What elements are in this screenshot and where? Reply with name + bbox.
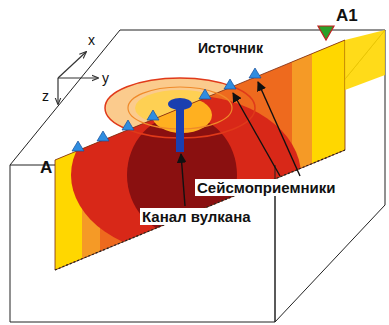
label-holder: x: [88, 32, 95, 48]
callout-label: Канал вулкана: [140, 208, 253, 225]
callout-label: Сейсмоприемники: [195, 179, 338, 196]
axis-label: x: [88, 32, 95, 48]
leader-line: [258, 82, 300, 176]
label-holder: A1: [336, 6, 358, 26]
source-symbol: [318, 26, 334, 40]
leader-line: [181, 154, 185, 206]
section-end-label: A: [40, 158, 52, 178]
label-holder: z: [42, 88, 49, 104]
label-holder: y: [102, 70, 109, 86]
label-holder: A: [40, 158, 52, 178]
label-holder: Сейсмоприемники: [195, 179, 338, 196]
leader-line: [233, 93, 280, 176]
axis-label: y: [102, 70, 109, 86]
volcano-channel: [168, 98, 192, 152]
section-plane: [40, 30, 362, 280]
axis-label: z: [42, 88, 49, 104]
label-holder: Источник: [198, 40, 263, 56]
receivers: [72, 68, 261, 151]
label-holder: Канал вулкана: [140, 208, 253, 225]
right-face-section: [345, 30, 385, 90]
source-label: Источник: [198, 40, 263, 56]
axes: [58, 52, 98, 104]
section-bottom: [55, 150, 345, 270]
section-end-label: A1: [336, 6, 358, 26]
